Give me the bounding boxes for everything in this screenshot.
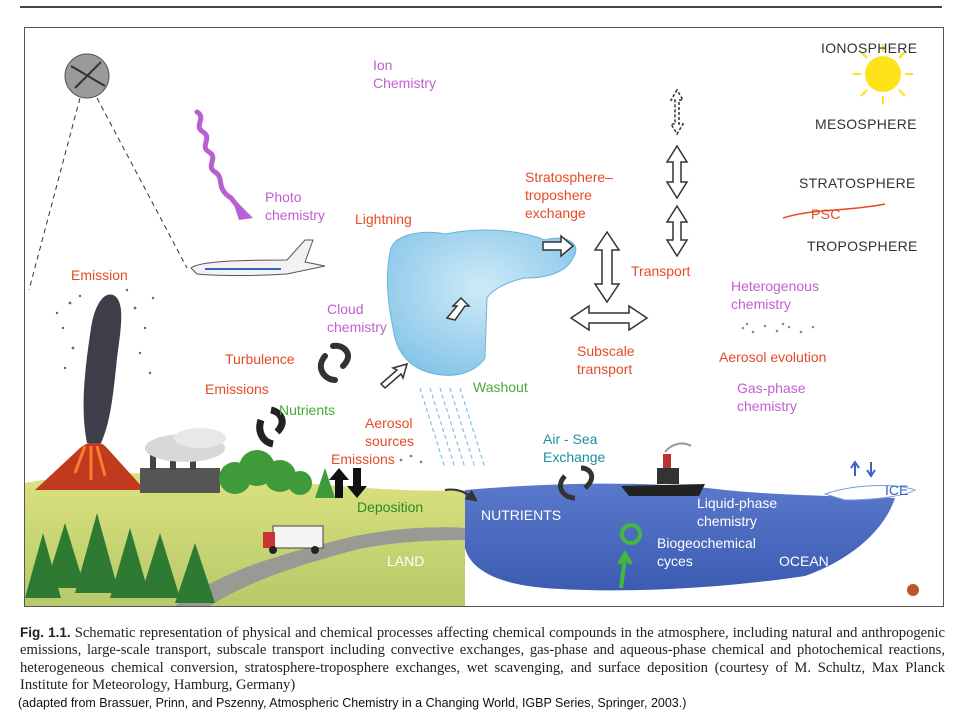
figure-caption-text: Schematic representation of physical and… [20, 625, 945, 694]
cloud [386, 229, 577, 376]
heterogenous-chemistry-label: Heterogenous chemistry [731, 278, 819, 312]
psc-line [782, 203, 886, 219]
biogeochemical-cycles-label: Biogeochemical cyces [657, 535, 756, 569]
source-credit: (adapted from Brassuer, Prinn, and Pszen… [18, 696, 687, 710]
emissions-center-label: Emissions [331, 451, 395, 467]
turbulence-arrows [317, 342, 351, 383]
liquid-phase-chemistry-label: Liquid-phase chemistry [697, 495, 778, 529]
ice-up-arrow [850, 460, 860, 476]
aerosol-dots [741, 322, 815, 334]
satellite [28, 53, 188, 291]
figure-label: Fig. 1.1. [20, 625, 71, 640]
washout-label: Washout [473, 379, 528, 395]
nutrients-cycle-arrows [256, 406, 286, 448]
cloud-chemistry-label: Cloud chemistry [327, 301, 387, 335]
factory [140, 428, 226, 493]
emission-deposition-arrows [329, 468, 367, 498]
strat-trop-exchange-label: Stratosphere– troposhere exchange [525, 169, 613, 221]
ice-label: ICE [885, 482, 909, 498]
ion-chemistry-label: Ion Chemistry [373, 57, 437, 91]
psc-label: PSC [811, 206, 841, 222]
ocean-body [465, 483, 895, 591]
photo-chemistry-label: Photo chemistry [265, 189, 325, 223]
emission-particles [55, 288, 155, 375]
truck [263, 525, 324, 554]
volcano-plume [83, 294, 122, 443]
lightning-label: Lightning [355, 211, 412, 227]
forest [25, 513, 215, 603]
biogeochemical-cycle-icon [620, 523, 642, 545]
troposphere-label: TROPOSPHERE [807, 238, 918, 254]
photochemistry-arrow [194, 109, 246, 216]
transport-label: Transport [631, 263, 691, 279]
nutrients-ocean-label: NUTRIENTS [481, 507, 562, 523]
photochemistry-arrowhead [231, 196, 253, 220]
atmosphere-diagram: Ion Chemistry Photo chemistry Lightning … [24, 27, 944, 607]
ionosphere-label: IONOSPHERE [821, 40, 918, 56]
logo-badge [907, 584, 919, 596]
emissions-left-label: Emissions [205, 381, 269, 397]
gas-phase-chemistry-label: Gas-phase chemistry [737, 380, 806, 414]
turbulence-label: Turbulence [225, 351, 295, 367]
biogeochemical-up-arrow [617, 550, 633, 589]
transport-arrows [379, 88, 689, 390]
tree-cluster [219, 450, 335, 498]
ship [621, 442, 705, 496]
emission-label: Emission [71, 267, 128, 283]
figure-caption: Fig. 1.1. Schematic representation of ph… [20, 624, 945, 695]
land-to-ocean-arrow [444, 488, 478, 502]
lava [73, 445, 107, 480]
air-sea-exchange-label: Air - Sea Exchange [543, 431, 606, 465]
nutrients-land-label: Nutrients [279, 402, 336, 418]
aerosol-source-dots [399, 454, 423, 464]
top-rule [20, 6, 942, 8]
washout-rain [419, 387, 486, 469]
mesosphere-label: MESOSPHERE [815, 116, 917, 132]
air-sea-arrows [558, 465, 595, 501]
ice-down-arrow [866, 462, 876, 478]
subscale-transport-label: Subscale transport [577, 343, 635, 377]
airplane [190, 239, 326, 276]
land-label: LAND [387, 553, 425, 569]
diagram-scene [25, 44, 919, 606]
sun-icon [853, 44, 913, 104]
aerosol-evolution-label: Aerosol evolution [719, 349, 827, 365]
deposition-label: Deposition [357, 499, 424, 515]
stratosphere-label: STRATOSPHERE [799, 175, 916, 191]
ice-sheet [823, 485, 917, 501]
ocean-label: OCEAN [779, 553, 829, 569]
aerosol-sources-label: Aerosol sources [365, 415, 415, 449]
